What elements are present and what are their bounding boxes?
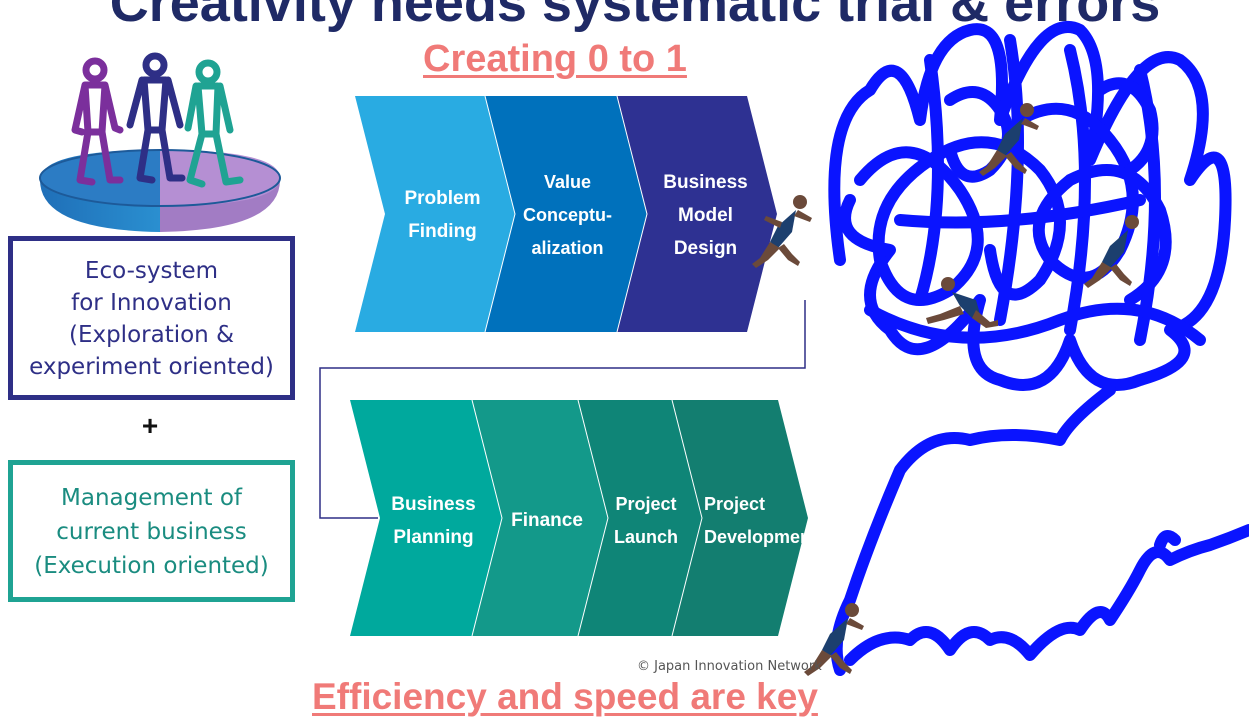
bottom-heading: Efficiency and speed are key <box>312 676 818 717</box>
mgmt-box-line: (Execution oriented) <box>34 553 269 579</box>
chevron-label: Project Launch <box>603 488 689 554</box>
chevron-label-line: Finding <box>408 221 477 242</box>
eco-box-line: Eco-system <box>84 258 219 284</box>
chevron-label: Business Model Design <box>648 166 763 265</box>
top-heading: Creating 0 to 1 <box>423 38 687 80</box>
mgmt-box-line: current business <box>56 519 247 545</box>
chevron-finance <box>472 400 608 636</box>
chevron-label: Finance <box>497 504 597 537</box>
sprinter-icon <box>926 277 998 328</box>
mgmt-box-line: Management of <box>61 485 242 511</box>
management-box: Management of current business (Executio… <box>8 460 295 602</box>
sprinter-icon <box>1084 215 1139 288</box>
chevron-label-line: Business <box>663 172 748 193</box>
eco-system-box: Eco-system for Innovation (Exploration &… <box>8 236 295 400</box>
chevron-label-line: Conceptu- <box>523 205 612 225</box>
chevron-label: Business Planning <box>376 488 491 554</box>
chevron-label-line: Project <box>704 494 766 514</box>
chevron-label-line: Value <box>543 172 592 192</box>
eco-box-line: for Innovation <box>71 290 232 316</box>
chevron-label-line: Model <box>678 205 733 226</box>
chevron-label: Value Conceptu- alization <box>510 166 625 265</box>
chevron-project-launch <box>578 400 702 636</box>
chevron-label-line: Project <box>615 494 677 514</box>
people-on-disc-icon <box>39 52 281 232</box>
eco-box-line: experiment oriented) <box>29 354 274 380</box>
sprinter-icon <box>804 603 864 676</box>
row-connector-line <box>319 300 806 519</box>
chevron-business-planning <box>350 400 502 636</box>
chevron-label-line: Design <box>673 238 738 259</box>
chevron-label-line: Finance <box>511 510 583 531</box>
sprinter-icon <box>752 195 812 268</box>
copyright-text: © Japan Innovation Network <box>637 659 822 674</box>
chevron-label-line: Launch <box>613 527 678 547</box>
chevron-label-line: Development <box>704 527 818 547</box>
chevron-label-line: Business <box>391 494 476 515</box>
chevron-label-line: Problem <box>404 188 481 209</box>
top-process-row <box>355 96 777 332</box>
chevron-label-line: alization <box>531 238 604 258</box>
chevron-label-line: Planning <box>393 527 474 548</box>
eco-box-line: (Exploration & <box>68 322 235 348</box>
chevron-problem-finding <box>355 96 515 332</box>
chevron-value-conceptualization <box>485 96 647 332</box>
chevron-label: Project Development <box>694 488 818 554</box>
bottom-process-row <box>350 400 808 636</box>
chevron-project-development <box>672 400 808 636</box>
sprinter-icon <box>979 103 1039 176</box>
chevron-business-model-design <box>617 96 777 332</box>
chevron-label: Problem Finding <box>385 182 500 248</box>
plus-sign: + <box>141 410 159 441</box>
